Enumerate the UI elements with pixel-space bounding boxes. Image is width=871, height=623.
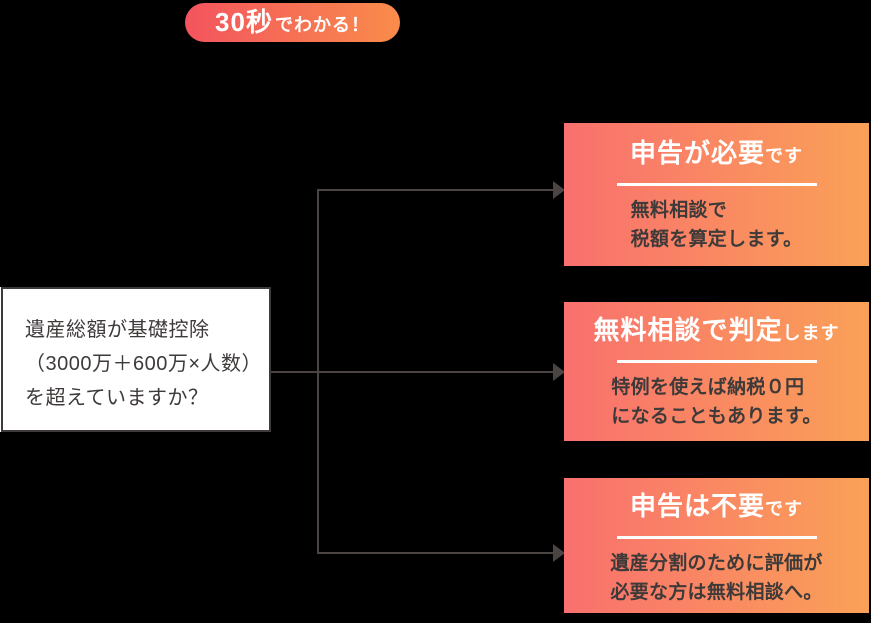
connector-branch-middle (271, 371, 553, 373)
question-line-3: を超えていますか？ (25, 387, 209, 409)
result-box-filing-required: 申告が必要です 無料相談で 税額を算定します。 (564, 123, 869, 266)
result-body: 遺産分割のために評価が 必要な方は無料相談へ。 (610, 549, 822, 607)
time-badge: 30秒 でわかる！ (185, 3, 400, 42)
title-divider (616, 536, 817, 539)
badge-big-text: 30秒 (215, 7, 273, 37)
arrowhead-top-icon (553, 181, 565, 199)
question-box: 遺産総額が基礎控除 （3000万＋600万×人数） を超えていますか？ (1, 287, 271, 432)
result-title-main: 無料相談で判定 (593, 315, 783, 345)
result-body-line-2: 税額を算定します。 (630, 229, 803, 250)
result-title-suffix: です (765, 146, 803, 166)
result-body-line-2: になることもあります。 (611, 406, 822, 427)
arrowhead-bottom-icon (553, 544, 565, 562)
result-body: 無料相談で 税額を算定します。 (631, 196, 803, 254)
result-title: 申告が必要です (564, 135, 869, 176)
result-box-filing-not-required: 申告は不要です 遺産分割のために評価が 必要な方は無料相談へ。 (564, 478, 869, 613)
connector-branch-top (317, 189, 553, 191)
result-title-main: 申告が必要 (629, 138, 765, 168)
result-body-line-1: 遺産分割のために評価が (610, 553, 823, 574)
question-line-1: 遺産総額が基礎控除 (25, 319, 210, 341)
connector-branch-bottom (317, 552, 553, 554)
result-box-free-consult-judgement: 無料相談で判定します 特例を使えば納税０円 になることもあります。 (564, 302, 869, 441)
result-body-line-1: 特例を使えば納税０円 (611, 377, 805, 398)
title-divider (616, 360, 817, 363)
result-body-line-1: 無料相談で (630, 200, 728, 221)
question-line-2: （3000万＋600万×人数） (25, 353, 263, 375)
arrowhead-middle-icon (553, 363, 565, 381)
result-title-suffix: です (765, 499, 803, 519)
result-body: 特例を使えば納税０円 になることもあります。 (611, 373, 821, 431)
badge-small-text: でわかる！ (274, 15, 370, 35)
result-title: 申告は不要です (564, 488, 869, 529)
result-title-main: 申告は不要 (629, 491, 765, 521)
result-title-suffix: します (782, 323, 840, 343)
title-divider (616, 183, 817, 186)
result-title: 無料相談で判定します (564, 312, 869, 353)
result-body-line-2: 必要な方は無料相談へ。 (610, 582, 823, 603)
